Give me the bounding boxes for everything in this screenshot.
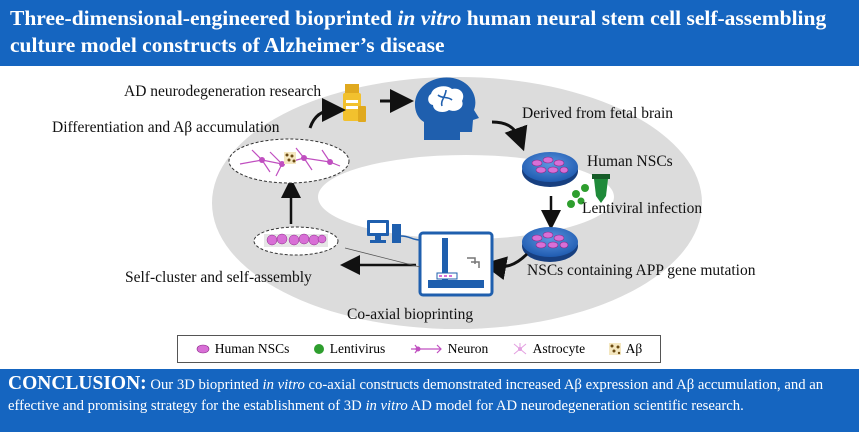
label-nscs-app: NSCs containing APP gene mutation: [527, 262, 756, 279]
conclusion-banner: CONCLUSION: Our 3D bioprinted in vitro c…: [0, 369, 859, 432]
head-brain-icon: [414, 77, 479, 140]
human-nsc-icon: [196, 344, 210, 354]
legend-item-lentivirus: Lentivirus: [313, 341, 386, 357]
legend-label-abeta: Aβ: [625, 341, 643, 356]
bioprinter-icon: [418, 231, 494, 297]
neuron-icon: [410, 344, 442, 354]
legend-label-astrocyte: Astrocyte: [532, 341, 586, 356]
label-differentiation: Differentiation and Aβ accumulation: [52, 119, 280, 136]
differentiation-oval: [228, 138, 350, 184]
cycle-ring: [211, 76, 703, 330]
label-lentiviral: Lentiviral infection: [582, 200, 703, 217]
conclusion-italic-1: in vitro: [262, 377, 305, 393]
legend-item-abeta: Aβ: [608, 341, 643, 357]
computer-icon: [367, 220, 421, 243]
legend-item-human-nscs: Human NSCs: [196, 341, 290, 357]
petri-dish-human-nscs: [522, 152, 578, 187]
conclusion-text-3: AD model for AD neurodegeneration scient…: [407, 398, 744, 414]
reagent-bottle-icon: [343, 84, 366, 122]
label-human-nscs: Human NSCs: [587, 153, 673, 170]
connector-line: [344, 247, 421, 268]
conclusion-text-1: Our 3D bioprinted: [146, 377, 263, 393]
label-ad-research: AD neurodegeneration research: [124, 83, 322, 100]
workflow-diagram: [211, 76, 703, 330]
legend-label-human-nscs: Human NSCs: [214, 341, 290, 356]
legend-label-neuron: Neuron: [447, 341, 489, 356]
legend-item-astrocyte: Astrocyte: [512, 341, 585, 357]
title-banner: Three-dimensional-engineered bioprinted …: [0, 0, 859, 66]
label-bioprinting: Co-axial bioprinting: [347, 306, 474, 323]
arrow-to-printer: [482, 252, 529, 280]
title-text-part1: Three-dimensional-engineered bioprinted: [10, 6, 398, 30]
abeta-icon: [608, 343, 621, 355]
virus-tube-icon: [592, 174, 610, 203]
arrow-to-ad-research: [308, 98, 346, 129]
astrocyte-icon: [513, 343, 526, 355]
conclusion-heading: CONCLUSION:: [8, 373, 147, 394]
legend-item-neuron: Neuron: [409, 341, 489, 357]
label-self-cluster: Self-cluster and self-assembly: [125, 269, 312, 286]
self-cluster-oval: [253, 226, 339, 256]
lentivirus-particles: [567, 184, 589, 208]
legend-label-lentivirus: Lentivirus: [329, 341, 386, 356]
conclusion-italic-2: in vitro: [365, 398, 408, 414]
title-text-part2: human neural stem cell self-assembling c…: [10, 6, 827, 57]
petri-dish-app-mutation: [522, 227, 578, 262]
title-text-italic: in vitro: [397, 6, 462, 30]
legend-box: Human NSCs Lentivirus Neuron Astrocyte A…: [177, 335, 661, 363]
label-derived: Derived from fetal brain: [522, 105, 674, 122]
arrow-to-dish-1: [491, 120, 528, 152]
conclusion-text-2: co-axial constructs demonstrated increas…: [8, 377, 824, 414]
lentivirus-icon: [313, 344, 324, 354]
